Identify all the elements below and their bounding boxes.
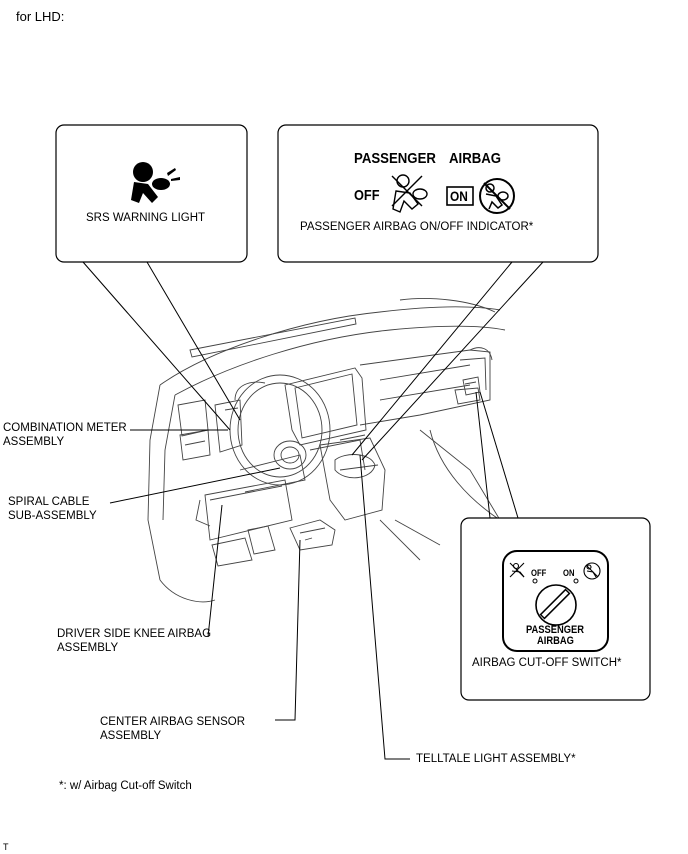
passenger-airbag-on-icon <box>479 178 515 214</box>
airbag-cutoff-switch-label: AIRBAG CUT-OFF SWITCH* <box>472 657 622 669</box>
passenger-airbag-off-icon <box>391 174 428 213</box>
center-sensor-label-1: CENTER AIRBAG SENSOR <box>100 716 246 728</box>
knee-airbag-label-2: ASSEMBLY <box>57 642 119 654</box>
pai-indicator-label: PASSENGER AIRBAG ON/OFF INDICATOR* <box>300 221 534 233</box>
knee-airbag-label-1: DRIVER SIDE KNEE AIRBAG <box>57 628 212 640</box>
switch-off-text: OFF <box>531 568 547 578</box>
pai-title-left: PASSENGER <box>354 150 436 167</box>
center-sensor-label-2: ASSEMBLY <box>100 730 162 742</box>
variant-label: for LHD: <box>16 9 65 24</box>
combination-meter-label-2: ASSEMBLY <box>3 436 65 448</box>
pai-on-text: ON <box>450 188 468 204</box>
srs-airbag-icon <box>131 162 180 203</box>
telltale-light-label: TELLTALE LIGHT ASSEMBLY* <box>416 753 576 765</box>
pai-title-right: AIRBAG <box>449 150 502 167</box>
dashboard-drawing <box>147 298 506 603</box>
pai-off-text: OFF <box>354 187 380 204</box>
airbag-switch-graphic <box>502 550 609 652</box>
spiral-cable-label-2: SUB-ASSEMBLY <box>8 510 97 522</box>
switch-on-text: ON <box>563 568 575 578</box>
srs-warning-light-label: SRS WARNING LIGHT <box>86 212 206 224</box>
corner-mark: T <box>3 842 9 852</box>
spiral-cable-label-1: SPIRAL CABLE <box>8 496 90 508</box>
combination-meter-label-1: COMBINATION METER <box>3 422 127 434</box>
switch-name-line2: AIRBAG <box>537 635 574 647</box>
footnote: *: w/ Airbag Cut-off Switch <box>59 780 192 792</box>
switch-name-line1: PASSENGER <box>526 624 585 636</box>
